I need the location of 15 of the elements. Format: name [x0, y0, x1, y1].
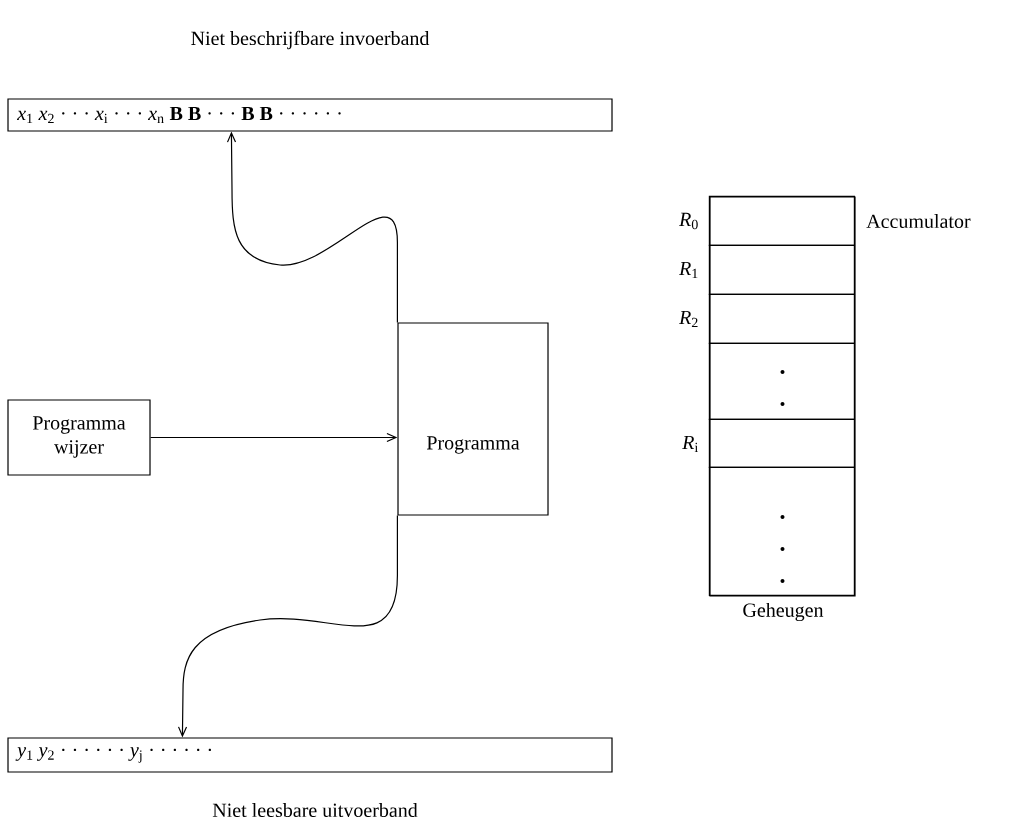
- node-label: Niet beschrijfbare invoerband: [191, 30, 430, 50]
- node-label: Programma: [426, 436, 520, 454]
- node-label: Programma wijzer: [32, 416, 126, 458]
- register-name: R$_{0}$: [679, 212, 698, 230]
- register-name: R$_{2}$: [679, 310, 698, 328]
- register-name: R$_{i}$: [682, 435, 699, 453]
- arrow: [150, 432, 398, 443]
- tape-symbols: y$_{1}$ y$_{2}$ · · · · · · y$_{j}$ · · · · · ·: [15, 747, 212, 763]
- arrow: [226, 131, 398, 323]
- arrow: [177, 515, 398, 738]
- register-caption: Accumulator: [866, 213, 971, 229]
- register-name: R$_{1}$: [679, 261, 698, 279]
- tape-symbols: x$_{1}$ x$_{2}$ · · · x$_{i}$ · · · x$_{n}$ B B · · · B B · · · · · ·: [16, 106, 341, 124]
- node-label: Geheugen: [743, 602, 824, 622]
- node-label: Niet leesbare uitvoerband: [212, 802, 418, 817]
